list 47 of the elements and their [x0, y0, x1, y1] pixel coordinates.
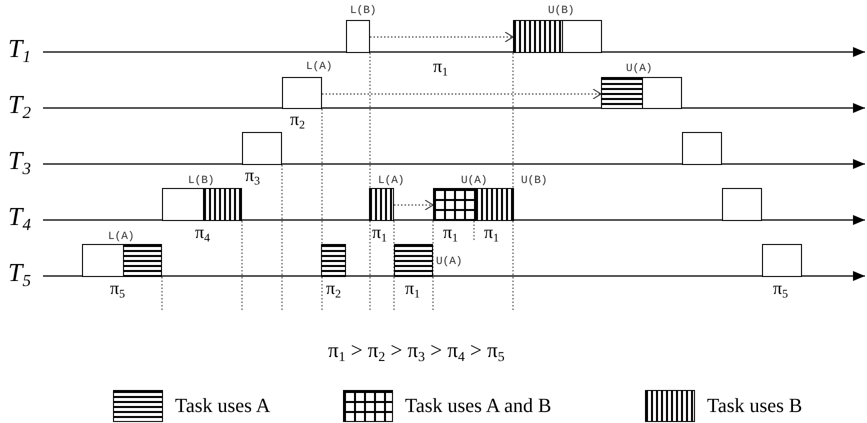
arrow [394, 200, 434, 210]
legend-label: Task uses A and B [405, 396, 552, 416]
priority-label: π$_{2}$ [290, 110, 305, 132]
legend-label: Task uses A [175, 396, 270, 416]
unlock-label: U(B) [521, 176, 548, 187]
legend-label: Task uses B [707, 396, 802, 416]
arrow [370, 32, 514, 42]
lock-label: L(A) [306, 62, 332, 73]
priority-label: π$_{5}$ [773, 279, 788, 300]
lock-label: L(A) [108, 232, 134, 243]
priority-label: π$_{2}$ [326, 279, 341, 300]
task-block [242, 132, 282, 165]
unlock-label: U(A) [436, 257, 462, 268]
task-block [82, 244, 162, 277]
task-block [433, 188, 514, 221]
priority-label: π$_{5}$ [110, 279, 125, 300]
priority-label: π$_{1}$ [372, 223, 387, 244]
task-block [513, 20, 602, 53]
task-name: T$_{4}$ [8, 204, 31, 234]
task-block [162, 188, 242, 221]
hatched-task-block [394, 244, 433, 277]
task-name: T$_{5}$ [8, 260, 31, 290]
task-block [762, 244, 802, 277]
arrow [322, 88, 602, 100]
task-block [722, 188, 762, 221]
unlock-label: U(A) [626, 64, 652, 75]
priority-label: π$_{1}$ [443, 223, 458, 244]
lock-label: L(A) [378, 176, 404, 187]
unlock-label: U(B) [548, 6, 574, 17]
task-block [282, 77, 322, 109]
task-block [601, 77, 682, 109]
priority-label: π$_{1}$ [405, 279, 420, 300]
task-name: T$_{2}$ [8, 92, 31, 122]
task-block [682, 132, 722, 165]
lock-label: L(B) [188, 176, 214, 187]
hatched-task-block [369, 188, 394, 221]
task-block [346, 20, 370, 53]
priority-order: π$_{1}$ > π$_{2}$ > π$_{3}$ > π$_{4}$ > π$_{5}$ [328, 340, 505, 364]
task-name: T$_{3}$ [8, 148, 31, 178]
priority-label: π$_{4}$ [195, 223, 210, 244]
unlock-label: U(A) [461, 176, 488, 187]
priority-label: π$_{3}$ [245, 166, 260, 188]
priority-label: π$_{1}$ [433, 57, 448, 78]
hatched-task-block [321, 244, 346, 277]
task-name: T$_{1}$ [8, 36, 31, 66]
priority-label: π$_{1}$ [484, 223, 499, 244]
lock-label: L(B) [350, 6, 376, 17]
